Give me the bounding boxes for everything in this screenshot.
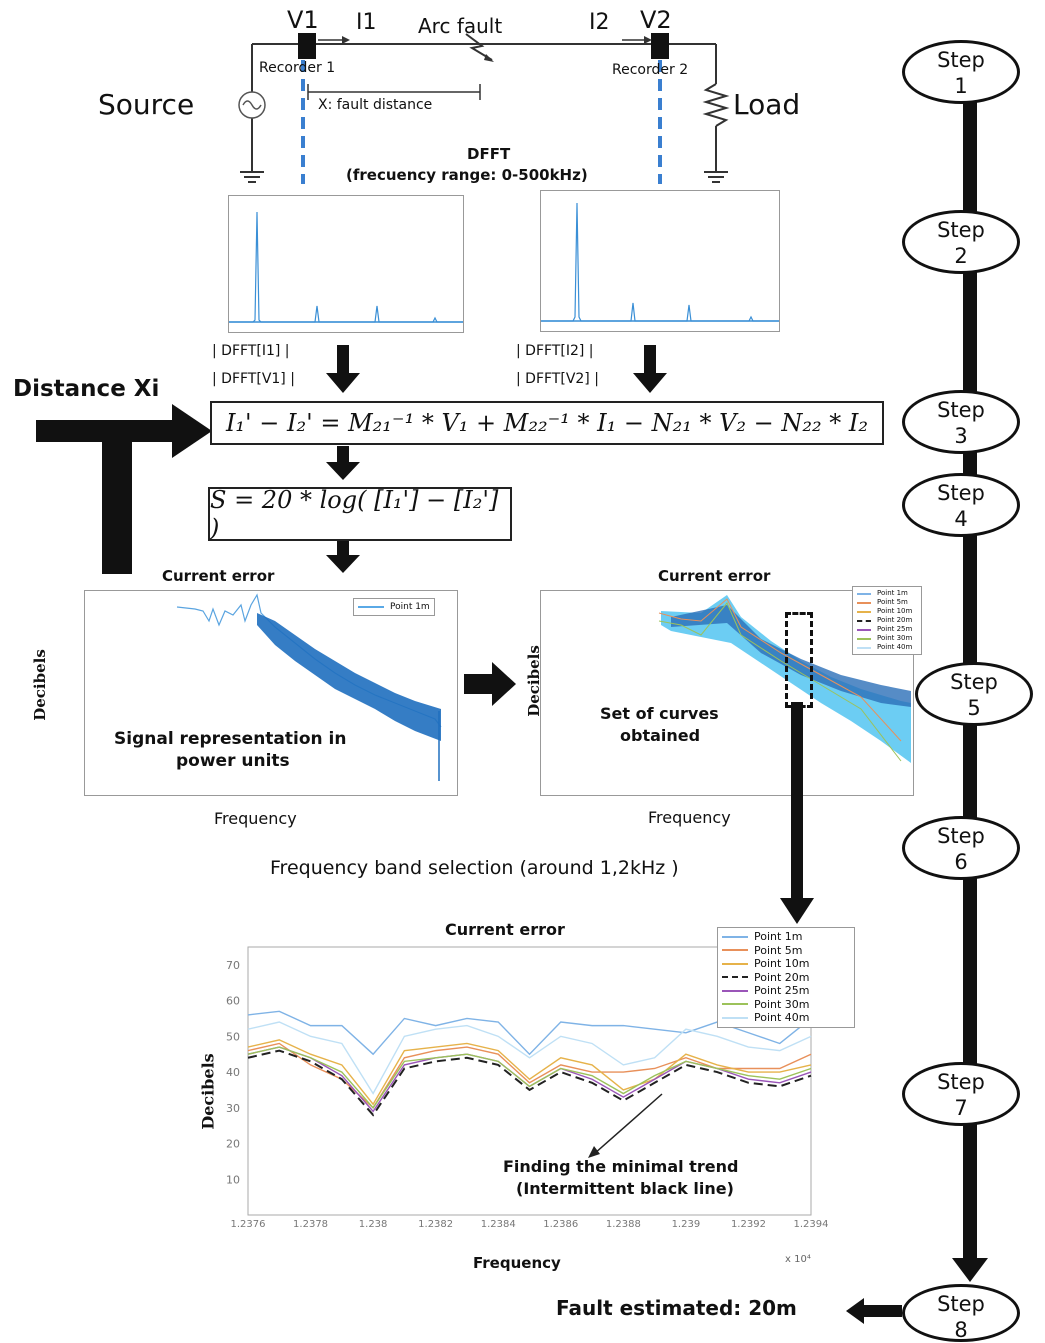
load-label: Load xyxy=(733,88,801,121)
v1-label: V1 xyxy=(287,6,319,34)
x-tick-label: 1.2382 xyxy=(418,1219,453,1230)
right-plot-note-2: obtained xyxy=(620,726,701,745)
spectrum-plot-recorder-1 xyxy=(228,195,464,333)
down-arrow-left xyxy=(326,345,360,393)
y-tick-label: 30 xyxy=(226,1102,240,1115)
left-plot-note-1: Signal representation in xyxy=(114,729,347,749)
spectrum-plot-recorder-2 xyxy=(540,190,780,332)
zoom-plot-note-1: Finding the minimal trend xyxy=(503,1157,739,1176)
y-tick-label: 10 xyxy=(226,1173,240,1186)
y-tick-label: 50 xyxy=(226,1030,240,1043)
x-tick-label: 1.2386 xyxy=(543,1219,578,1230)
equation-power-units: S = 20 * log( [I₁'] − [I₂'] ) xyxy=(208,486,512,542)
x-tick-label: 1.2392 xyxy=(731,1219,766,1230)
dfft-i1-label: | DFFT[I1] | xyxy=(212,343,290,359)
step-flow-arrowhead xyxy=(952,1258,988,1282)
left-current-error-plot xyxy=(84,590,458,796)
right-plot-legend: Point 1m Point 5m Point 10m Point 20m Po… xyxy=(852,586,922,655)
left-plot-legend: Point 1m xyxy=(353,598,435,616)
y-tick-label: 60 xyxy=(226,995,240,1008)
x-tick-label: 1.2376 xyxy=(231,1219,266,1230)
right-plot-xlabel: Frequency xyxy=(648,808,731,827)
fault-distance-label: X: fault distance xyxy=(318,97,433,113)
right-plot-ylabel: Decibels xyxy=(524,645,543,717)
equation-current-difference: I₁' − I₂' = M₂₁⁻¹ * V₁ + M₂₂⁻¹ * I₁ − N₂… xyxy=(210,401,884,445)
x-tick-label: 1.238 xyxy=(359,1219,388,1230)
band-selection-label: Frequency band selection (around 1,2kHz … xyxy=(270,857,679,879)
zoom-plot-note-2: (Intermittent black line) xyxy=(516,1179,734,1198)
down-arrow-right xyxy=(633,345,667,393)
i2-label: I2 xyxy=(589,10,610,35)
right-plot-note-1: Set of curves xyxy=(600,704,719,723)
series-line-point-10m xyxy=(247,1039,812,1106)
y-tick-label: 70 xyxy=(226,959,240,972)
distance-feedback-arrow xyxy=(36,404,212,574)
y-tick-label: 20 xyxy=(226,1138,240,1151)
x-tick-label: 1.2394 xyxy=(794,1219,829,1230)
zoom-plot-exponent: x 10⁴ xyxy=(785,1254,811,1265)
recorder-2-label: Recorder 2 xyxy=(612,62,689,78)
right-arrow-between-plots xyxy=(464,662,516,706)
arc-fault-label: Arc fault xyxy=(418,14,503,38)
fault-estimated-result: Fault estimated: 20m xyxy=(556,1296,797,1320)
series-line-point-20m xyxy=(247,1049,812,1117)
left-plot-ylabel: Decibels xyxy=(30,649,49,721)
distance-xi-label: Distance Xi xyxy=(13,376,160,402)
minimal-trend-pointer xyxy=(588,1093,663,1158)
right-plot-title: Current error xyxy=(658,567,771,585)
zoom-plot-title: Current error xyxy=(445,920,565,939)
series-line-point-40m xyxy=(247,1021,812,1095)
circuit-diagram xyxy=(238,33,730,184)
series-line-point-30m xyxy=(247,1046,812,1109)
dfft-title: DFFT xyxy=(467,145,511,163)
dfft-v1-label: | DFFT[V1] | xyxy=(212,371,295,387)
recorder-1-label: Recorder 1 xyxy=(259,60,336,76)
down-arrow-eq1 xyxy=(326,446,360,480)
zoom-plot-xlabel: Frequency xyxy=(473,1254,561,1272)
dfft-i2-label: | DFFT[I2] | xyxy=(516,343,594,359)
result-arrow xyxy=(846,1298,902,1324)
zoom-plot-legend: Point 1m Point 5m Point 10m Point 20m Po… xyxy=(717,927,855,1028)
left-plot-note-2: power units xyxy=(176,751,290,771)
selected-band-highlight xyxy=(785,612,813,708)
i1-label: I1 xyxy=(356,10,377,35)
zoom-plot-ylabel: Decibels xyxy=(198,1053,218,1130)
dfft-v2-label: | DFFT[V2] | xyxy=(516,371,599,387)
down-arrow-eq2 xyxy=(326,541,360,573)
x-tick-label: 1.239 xyxy=(672,1219,701,1230)
left-plot-title: Current error xyxy=(162,567,275,585)
x-tick-label: 1.2388 xyxy=(606,1219,641,1230)
x-tick-label: 1.2378 xyxy=(293,1219,328,1230)
v2-label: V2 xyxy=(640,6,672,34)
dfft-range: (frecuency range: 0-500kHz) xyxy=(346,166,588,184)
y-tick-label: 40 xyxy=(226,1066,240,1079)
source-label: Source xyxy=(98,88,195,121)
band-selection-arrow xyxy=(780,702,814,924)
left-plot-xlabel: Frequency xyxy=(214,809,297,828)
x-tick-label: 1.2384 xyxy=(481,1219,516,1230)
